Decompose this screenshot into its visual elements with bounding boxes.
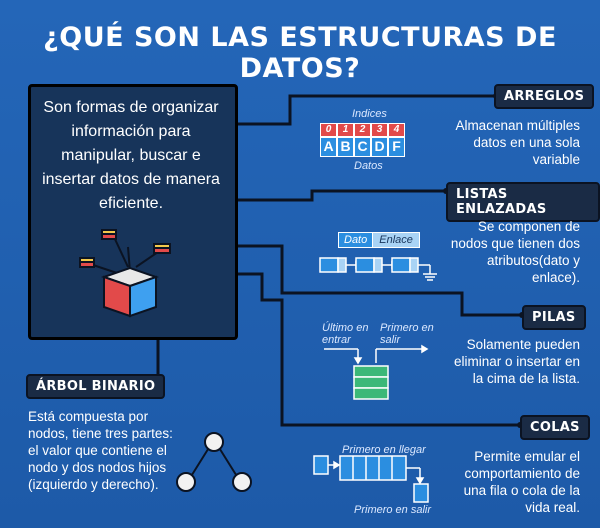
line-colas [232,272,520,427]
binary-tree-diagram [176,432,252,492]
line-arreglos [232,94,496,126]
label-arreglos: ARREGLOS [494,84,595,109]
label-colas: COLAS [520,415,590,440]
line-pilas [232,244,522,317]
data-cell: C [354,137,371,157]
label-pilas: PILAS [522,305,586,330]
data-cell: B [337,137,354,157]
page-title: ¿QUÉ SON LAS ESTRUCTURAS DE DATOS? [43,22,557,84]
colas-primero-salir: Primero en salir [354,504,432,516]
intro-box [28,84,238,340]
label-arbol-binario: ÁRBOL BINARIO [26,374,166,399]
arreglos-indices-label: Indices [352,108,387,120]
pilas-primero-label: Primero en salir [380,322,434,346]
line-listas [232,189,446,202]
dato-label: Dato [338,232,374,248]
stack-diagram [324,344,429,400]
data-cell: A [320,137,337,157]
label-listas-enlazadas: LISTAS ENLAZADAS [446,182,600,222]
colas-description: Permite emular el comportamiento de una … [463,449,580,515]
data-box-illustration [79,229,171,318]
linked-list-diagram [319,257,437,281]
index-cell: 3 [371,123,388,137]
pilas-ultimo-label: Último en entrar [322,322,369,346]
arbol-description: Está compuesta por nodos, tiene tres par… [28,409,173,492]
pilas-description: Solamente pueden eliminar o insertar en … [453,337,580,386]
arreglos-datos-label: Datos [354,160,383,172]
data-cell: D [371,137,388,157]
arreglos-description: Almacenan múltiples datos en una sola va… [455,118,580,167]
queue-diagram [313,455,429,503]
intro-text: Son formas de organizar información para… [42,99,220,212]
index-cell: 1 [337,123,354,137]
colas-primero-llegar: Primero en llegar [342,444,426,456]
listas-description: Se componen de nodos que tienen dos atri… [450,219,580,285]
index-cell: 0 [320,123,337,137]
index-cell: 4 [388,123,405,137]
data-cell: F [388,137,405,157]
enlace-label: Enlace [373,232,420,248]
index-cell: 2 [354,123,371,137]
